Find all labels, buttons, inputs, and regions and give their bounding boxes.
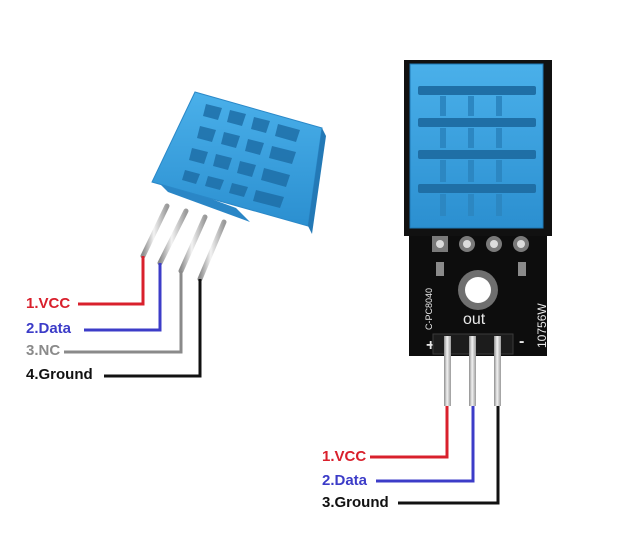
right-pin-label-vcc: 1.VCC (322, 448, 367, 465)
module-sensor-grille (418, 86, 536, 216)
smd-capacitor (518, 262, 526, 276)
wire-ground-right (398, 406, 500, 505)
left-pin-label-nc: 3.NC (26, 342, 61, 359)
wire-ground-left (104, 279, 202, 378)
silkscreen-out-label: out (463, 311, 486, 328)
right-pin-label-data: 2.Data (322, 472, 368, 489)
sensor-pins (140, 203, 227, 282)
dht11-module: C-PC8040 10756W out + - (404, 60, 552, 406)
module-solder-pads (432, 236, 529, 252)
wire-vcc-left (78, 256, 145, 306)
wire-vcc-right (370, 406, 449, 459)
wire-nc-left (64, 271, 183, 354)
left-pin-label-data: 2.Data (26, 320, 72, 337)
wire-data-left (84, 263, 162, 332)
left-pin-label-vcc: 1.VCC (26, 295, 71, 312)
wire-data-right (376, 406, 475, 483)
silkscreen-minus-label: - (519, 333, 524, 350)
left-pin-label-ground: 4.Ground (26, 366, 93, 383)
smd-resistor (436, 262, 444, 276)
right-wires (370, 406, 500, 505)
right-pin-label-ground: 3.Ground (322, 494, 389, 511)
module-pins (444, 336, 501, 406)
silkscreen-plus-label: + (426, 337, 435, 354)
sensor-grille (182, 104, 300, 208)
left-wires (64, 256, 202, 378)
dht11-sensor (140, 91, 326, 282)
silkscreen-board-id: 10756W (535, 303, 549, 348)
silkscreen-part-code: C-PC8040 (424, 288, 434, 330)
